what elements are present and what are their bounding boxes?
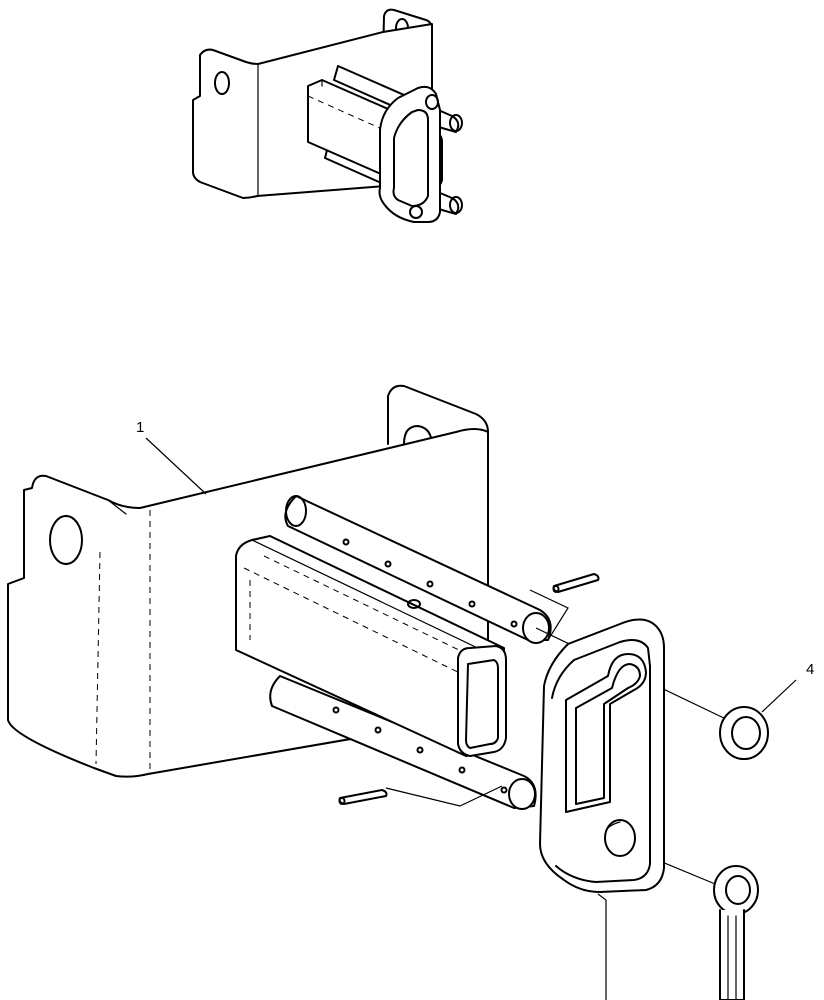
roll-pin <box>552 573 600 593</box>
callout-4-label: 4 <box>806 661 814 678</box>
callout-4: 4 <box>761 661 814 713</box>
pin-lower <box>269 675 537 810</box>
callout-1-label: 1 <box>136 419 144 436</box>
plate-leader <box>597 893 607 1000</box>
square-tube <box>235 535 507 757</box>
callout-1: 1 <box>136 419 207 495</box>
washer <box>719 706 769 760</box>
roll-pin <box>338 789 388 805</box>
eye-bolt <box>713 865 759 1000</box>
keyhole-plate <box>539 618 665 893</box>
assembly-overview <box>192 8 463 223</box>
